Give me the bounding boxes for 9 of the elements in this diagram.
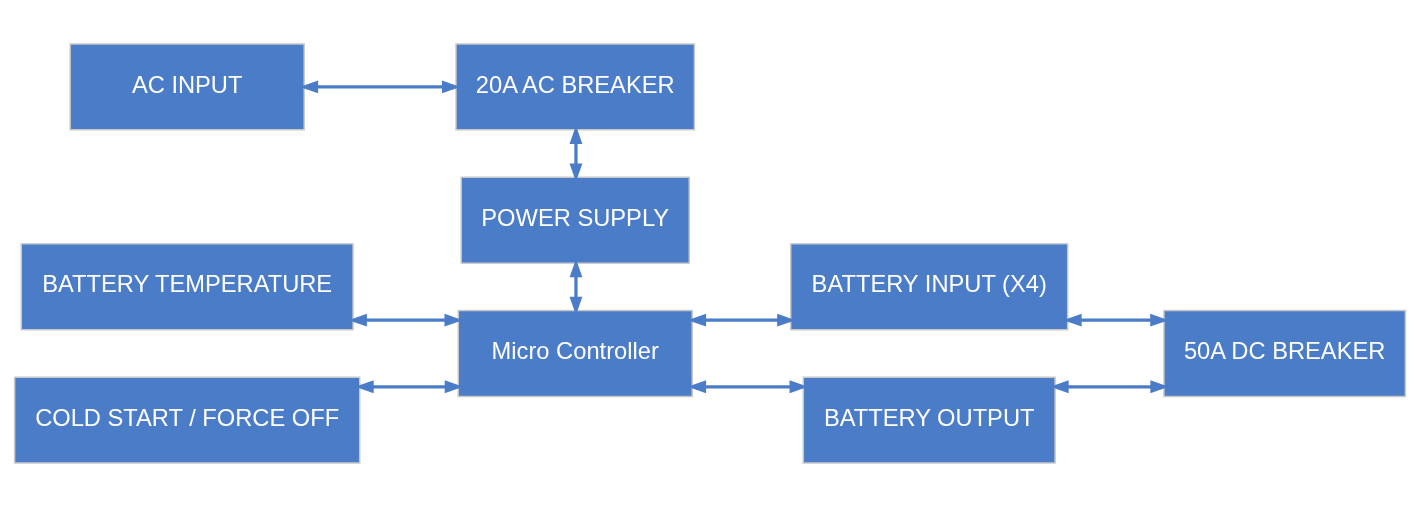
node-box: BATTERY OUTPUT [802,375,1056,464]
node-box: Micro Controller [457,309,693,397]
node-box: BATTERY INPUT (X4) [790,242,1069,330]
node-box: POWER SUPPLY [460,176,690,264]
node-box: 20A AC BREAKER [455,42,696,131]
node-box: AC INPUT [69,42,305,131]
node-box: BATTERY TEMPERATURE [20,242,354,330]
node-box: 50A DC BREAKER [1163,309,1407,397]
node-box: COLD START / FORCE OFF [13,375,361,464]
